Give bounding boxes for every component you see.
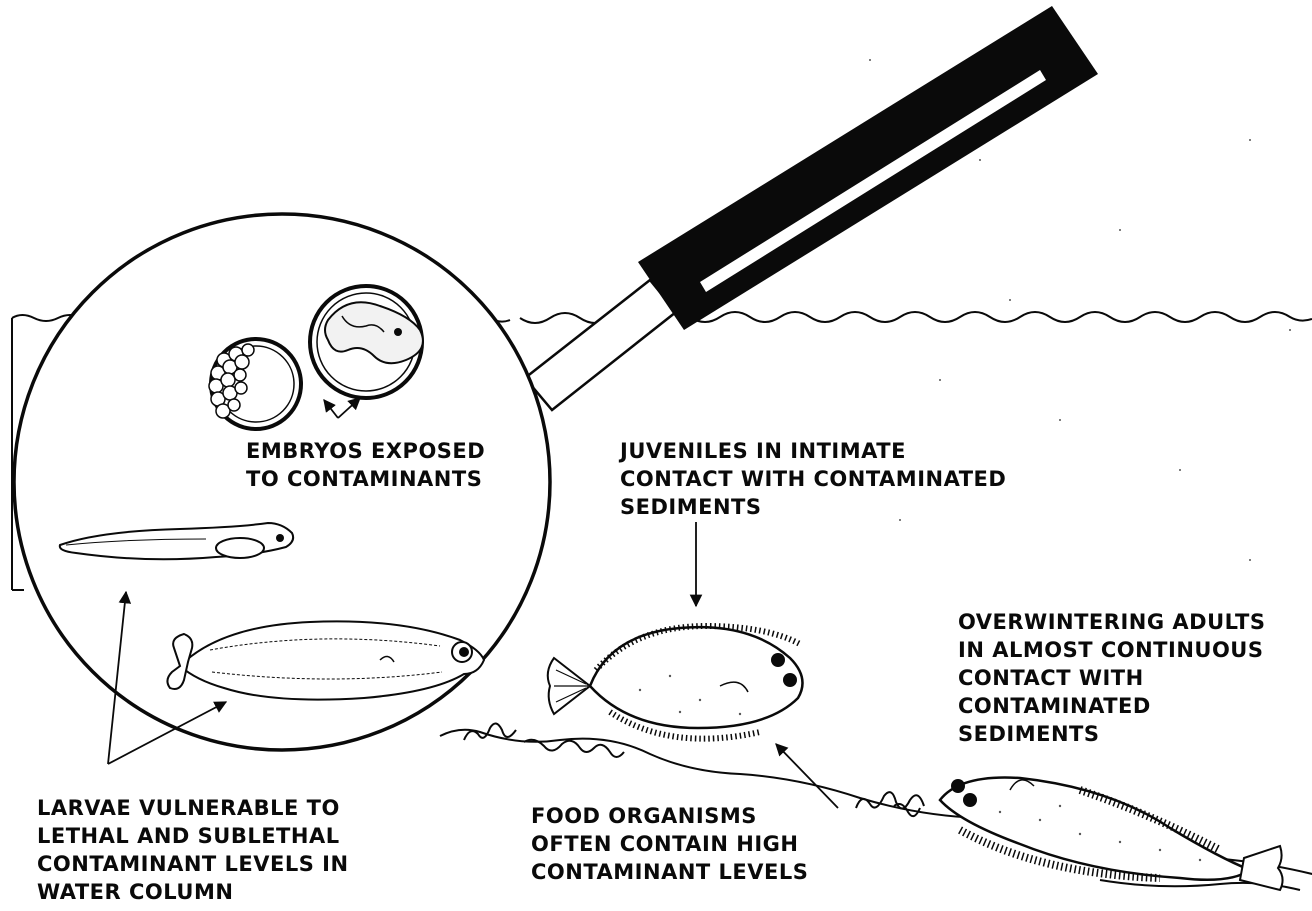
adults-label-line: SEDIMENTS: [958, 720, 1265, 748]
embryos-label-line: EMBRYOS EXPOSED: [246, 437, 485, 465]
larvae-label: LARVAE VULNERABLE TO LETHAL AND SUBLETHA…: [37, 794, 349, 906]
adults-label-line: CONTAMINATED: [958, 692, 1265, 720]
food-label-line: OFTEN CONTAIN HIGH: [531, 830, 808, 858]
embryos-label-line: TO CONTAMINANTS: [246, 465, 485, 493]
juvenile-flounder-icon: [548, 626, 803, 739]
juveniles-label: JUVENILES IN INTIMATE CONTACT WITH CONTA…: [620, 437, 1006, 521]
food-organisms-label: FOOD ORGANISMS OFTEN CONTAIN HIGH CONTAM…: [531, 802, 808, 886]
embryos-label: EMBRYOS EXPOSED TO CONTAMINANTS: [246, 437, 485, 493]
larvae-label-line: WATER COLUMN: [37, 878, 349, 906]
food-label-line: FOOD ORGANISMS: [531, 802, 808, 830]
adults-label-line: IN ALMOST CONTINUOUS: [958, 636, 1265, 664]
embryo-icon: [310, 286, 423, 398]
juveniles-label-line: CONTACT WITH CONTAMINATED: [620, 465, 1006, 493]
juveniles-label-line: SEDIMENTS: [620, 493, 1006, 521]
larvae-label-line: LARVAE VULNERABLE TO: [37, 794, 349, 822]
juveniles-label-line: JUVENILES IN INTIMATE: [620, 437, 1006, 465]
adult-flounder-icon: [940, 777, 1283, 890]
larvae-label-line: CONTAMINANT LEVELS IN: [37, 850, 349, 878]
egg-mass-icon: [209, 339, 301, 429]
food-label-line: CONTAMINANT LEVELS: [531, 858, 808, 886]
adults-label: OVERWINTERING ADULTS IN ALMOST CONTINUOU…: [958, 608, 1265, 748]
adults-label-line: OVERWINTERING ADULTS: [958, 608, 1265, 636]
adults-label-line: CONTACT WITH: [958, 664, 1265, 692]
magnifying-glass-icon: [525, 6, 1098, 410]
larvae-label-line: LETHAL AND SUBLETHAL: [37, 822, 349, 850]
